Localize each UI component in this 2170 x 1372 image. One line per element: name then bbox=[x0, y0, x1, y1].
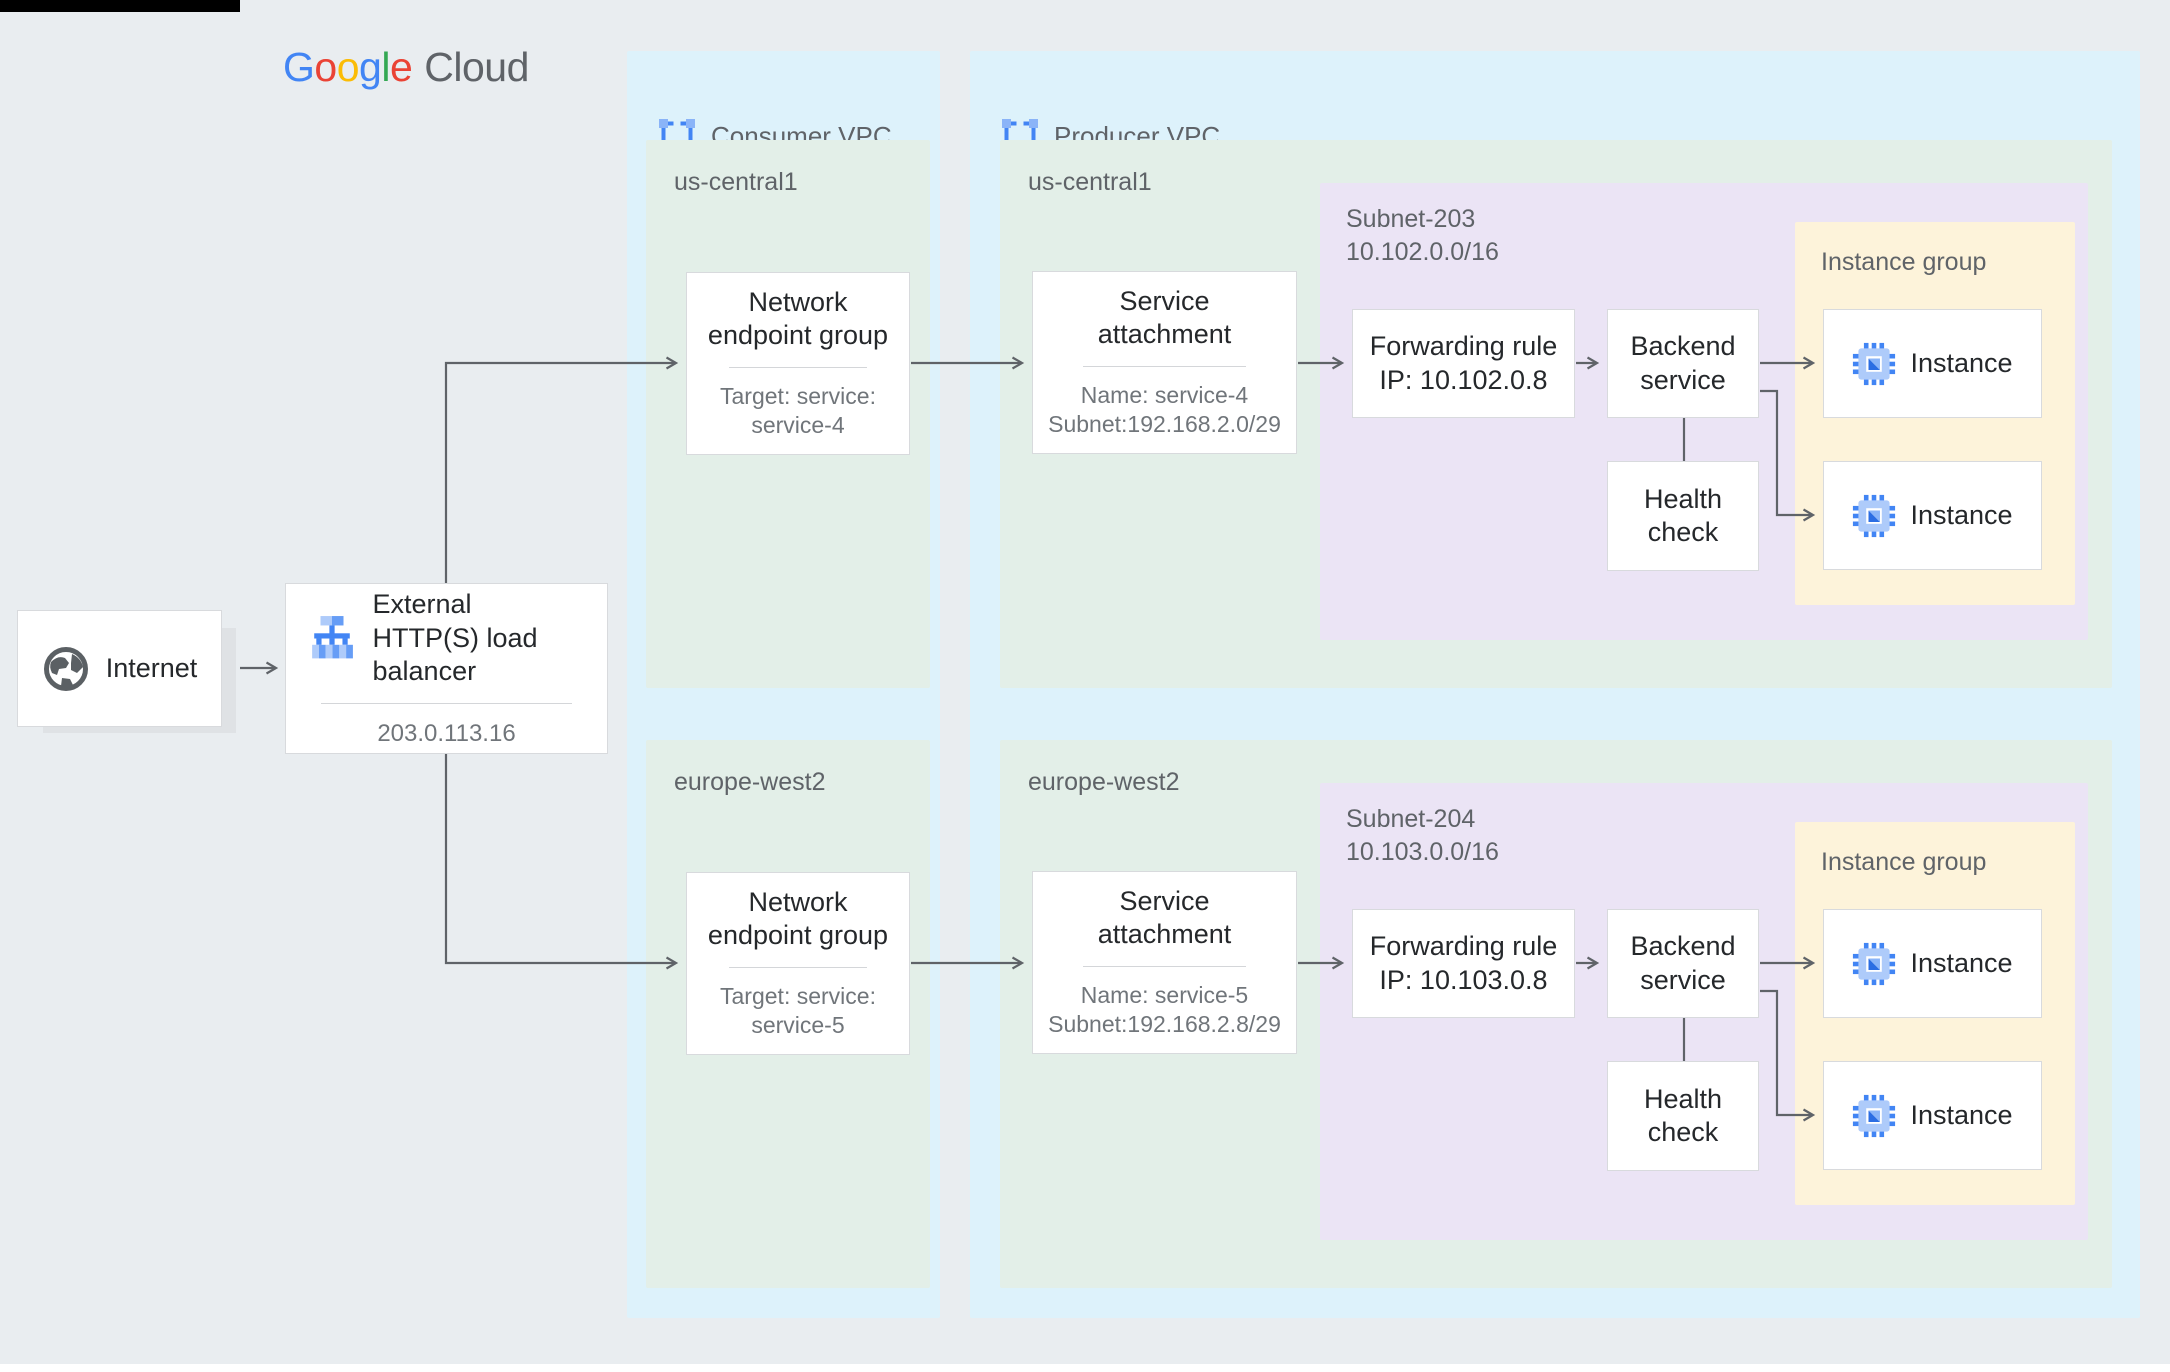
google-cloud-logo: Google Cloud bbox=[283, 44, 529, 91]
instance-label: Instance bbox=[1910, 347, 2013, 378]
network-endpoint-group-node: Network endpoint group Target: service: … bbox=[686, 272, 910, 455]
compute-instance-icon bbox=[1853, 494, 1896, 537]
neg-target-line1: Target: service: bbox=[720, 382, 876, 409]
service-attachment-details: Name: service-4 Subnet:192.168.2.0/29 bbox=[1048, 381, 1281, 441]
service-attachment-name: Name: service-5 bbox=[1080, 981, 1249, 1008]
service-attachment-subnet: Subnet:192.168.2.8/29 bbox=[1048, 1011, 1281, 1038]
neg-title: Network endpoint group bbox=[707, 886, 889, 951]
divider bbox=[1082, 965, 1247, 967]
backend-service-node: Backend service bbox=[1607, 309, 1759, 418]
instance-group-label: Instance group bbox=[1821, 848, 1987, 876]
subnet-name: Subnet-204 bbox=[1346, 805, 1476, 833]
instance-node: Instance bbox=[1823, 309, 2042, 418]
bottom-white-strip bbox=[0, 1364, 2170, 1372]
subnet-label: Subnet-204 10.103.0.0/16 bbox=[1346, 803, 1499, 868]
divider bbox=[321, 702, 572, 704]
backend-service-title: Backend service bbox=[1630, 931, 1736, 995]
subnet-cidr: 10.102.0.0/16 bbox=[1346, 237, 1499, 266]
service-attachment-subnet: Subnet:192.168.2.0/29 bbox=[1048, 411, 1281, 438]
cloud-wordmark: Cloud bbox=[424, 44, 529, 90]
forwarding-rule-node: Forwarding rule IP: 10.102.0.8 bbox=[1352, 309, 1575, 418]
health-check-node: Health check bbox=[1607, 461, 1759, 571]
instance-node: Instance bbox=[1823, 1061, 2042, 1170]
consumer-vpc-panel: Consumer VPC us-central1 europe-west2 bbox=[627, 51, 940, 1318]
neg-target: Target: service: service-4 bbox=[720, 382, 876, 442]
neg-target-line2: service-5 bbox=[751, 1012, 845, 1039]
neg-target-line2: service-4 bbox=[751, 412, 845, 439]
divider bbox=[729, 966, 867, 968]
internet-label: Internet bbox=[105, 652, 198, 683]
instance-label: Instance bbox=[1910, 1099, 2013, 1130]
divider bbox=[1082, 365, 1247, 367]
instance-node: Instance bbox=[1823, 909, 2042, 1018]
service-attachment-title: Service attachment bbox=[1097, 285, 1232, 350]
service-attachment-details: Name: service-5 Subnet:192.168.2.8/29 bbox=[1048, 981, 1281, 1041]
region-label: us-central1 bbox=[674, 168, 798, 196]
service-attachment-title: Service attachment bbox=[1097, 885, 1232, 950]
region-label: us-central1 bbox=[1028, 168, 1152, 196]
service-attachment-node: Service attachment Name: service-4 Subne… bbox=[1032, 271, 1297, 454]
neg-target-line1: Target: service: bbox=[720, 982, 876, 1009]
google-wordmark: Google bbox=[283, 44, 413, 90]
neg-target: Target: service: service-5 bbox=[720, 982, 876, 1042]
neg-title: Network endpoint group bbox=[707, 286, 889, 351]
subnet-label: Subnet-203 10.102.0.0/16 bbox=[1346, 203, 1499, 268]
subnet-cidr: 10.103.0.0/16 bbox=[1346, 837, 1499, 866]
forwarding-rule-title: Forwarding rule bbox=[1369, 331, 1558, 362]
instance-node: Instance bbox=[1823, 461, 2042, 570]
top-left-black-bar bbox=[0, 0, 240, 12]
backend-service-title: Backend service bbox=[1630, 331, 1736, 395]
health-check-node: Health check bbox=[1607, 1061, 1759, 1171]
instance-label: Instance bbox=[1910, 499, 2013, 530]
load-balancer-icon bbox=[311, 616, 353, 659]
backend-service-node: Backend service bbox=[1607, 909, 1759, 1018]
instance-group-label: Instance group bbox=[1821, 248, 1987, 276]
health-check-title: Health check bbox=[1643, 1083, 1723, 1147]
compute-instance-icon bbox=[1853, 942, 1896, 985]
forwarding-rule-node: Forwarding rule IP: 10.103.0.8 bbox=[1352, 909, 1575, 1018]
service-attachment-name: Name: service-4 bbox=[1080, 381, 1249, 408]
health-check-title: Health check bbox=[1643, 483, 1723, 547]
service-attachment-node: Service attachment Name: service-5 Subne… bbox=[1032, 871, 1297, 1054]
region-label: europe-west2 bbox=[1028, 768, 1180, 796]
internet-node: Internet bbox=[17, 610, 222, 727]
subnet-name: Subnet-203 bbox=[1346, 205, 1476, 233]
network-endpoint-group-node: Network endpoint group Target: service: … bbox=[686, 872, 910, 1055]
forwarding-rule-title: Forwarding rule bbox=[1369, 931, 1558, 962]
forwarding-rule-ip: IP: 10.103.0.8 bbox=[1379, 964, 1548, 995]
compute-instance-icon bbox=[1853, 342, 1896, 385]
region-label: europe-west2 bbox=[674, 768, 826, 796]
globe-icon bbox=[43, 646, 88, 691]
divider bbox=[729, 366, 867, 368]
forwarding-rule-ip: IP: 10.102.0.8 bbox=[1379, 364, 1548, 395]
load-balancer-node: External HTTP(S) load balancer 203.0.113… bbox=[285, 583, 608, 754]
compute-instance-icon bbox=[1853, 1094, 1896, 1137]
load-balancer-title: External HTTP(S) load balancer bbox=[372, 589, 538, 687]
load-balancer-ip: 203.0.113.16 bbox=[377, 719, 516, 747]
instance-label: Instance bbox=[1910, 947, 2013, 978]
